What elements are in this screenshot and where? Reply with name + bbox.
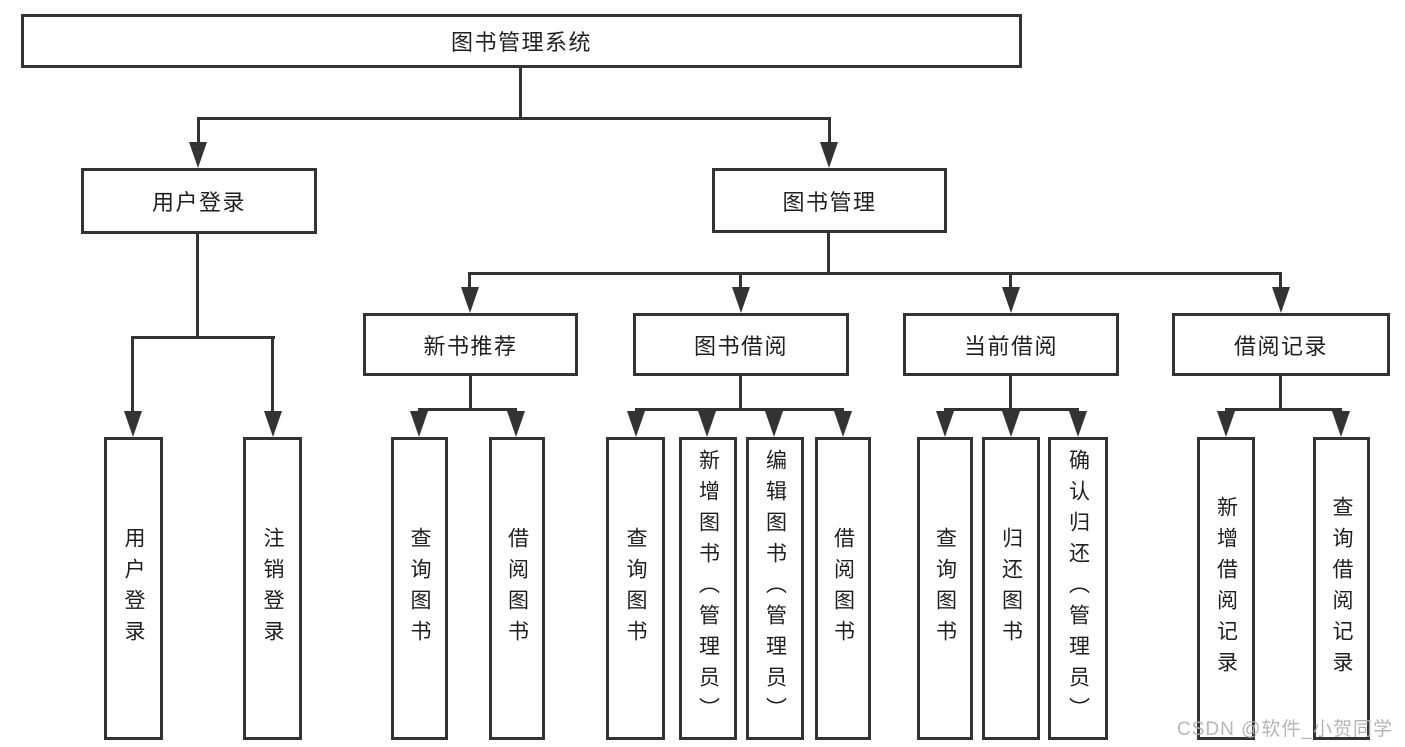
connector-line (469, 376, 472, 409)
leaf-records-query-record: 查询借阅记录 (1313, 437, 1370, 740)
arrow-down-icon (124, 411, 142, 437)
leaf-newbook-borrow-books: 借阅图书 (489, 437, 545, 740)
arrow-down-icon (1217, 411, 1235, 437)
arrow-down-icon (410, 411, 428, 437)
connector-line (418, 408, 517, 411)
arrow-down-icon (1002, 287, 1020, 313)
connector-line (1279, 272, 1282, 288)
leaf-user-login: 用户登录 (104, 437, 163, 740)
leaf-current-return-books: 归还图书 (982, 437, 1040, 740)
connector-line (1009, 272, 1012, 288)
connector-line (468, 272, 471, 288)
node-label: 图书管理 (782, 189, 877, 215)
node-label: 用户登录 (151, 190, 246, 215)
connector-line (197, 117, 831, 120)
connector-line (271, 336, 274, 413)
leaf-records-add-record: 新增借阅记录 (1197, 437, 1255, 740)
node-borrowing-records: 借阅记录 (1172, 313, 1390, 376)
leaf-label: 归还图书 (999, 526, 1023, 651)
connector-line (131, 336, 134, 413)
connector-line (519, 68, 522, 120)
connector-line (739, 272, 742, 288)
node-new-book-recommend: 新书推荐 (363, 313, 578, 376)
connector-line (828, 117, 831, 145)
arrow-down-icon (1002, 411, 1020, 437)
arrow-down-icon (627, 411, 645, 437)
node-book-borrowing: 图书借阅 (633, 313, 849, 376)
arrow-down-icon (936, 411, 954, 437)
connector-line (944, 408, 1079, 411)
connector-line (635, 408, 844, 411)
connector-line (1225, 408, 1342, 411)
leaf-borrow-edit-books-admin: 编辑图书（管理员） (746, 437, 804, 740)
node-label: 图书借阅 (693, 333, 788, 359)
node-label: 新书推荐 (423, 333, 518, 359)
connector-line (1009, 376, 1012, 409)
connector-line (196, 234, 199, 339)
leaf-label: 注销登录 (261, 526, 284, 651)
csdn-watermark: CSDN @软件_小贺同学 (1177, 719, 1393, 740)
arrow-down-icon (834, 411, 852, 437)
arrow-down-icon (1272, 287, 1290, 313)
arrow-down-icon (264, 411, 282, 437)
arrow-down-icon (461, 287, 479, 313)
connector-line (132, 336, 275, 339)
connector-line (827, 233, 830, 275)
leaf-logout: 注销登录 (243, 437, 302, 740)
leaf-current-query-books: 查询图书 (917, 437, 973, 740)
leaf-label: 查询借阅记录 (1330, 495, 1353, 682)
leaf-label: 查询图书 (933, 526, 957, 651)
arrow-down-icon (698, 411, 716, 437)
leaf-label: 借阅图书 (831, 526, 855, 651)
leaf-label: 编辑图书（管理员） (763, 449, 787, 728)
node-label: 图书管理系统 (450, 30, 592, 55)
leaf-newbook-query-books: 查询图书 (391, 437, 448, 740)
leaf-borrow-borrow-books: 借阅图书 (815, 437, 871, 740)
leaf-label: 查询图书 (624, 526, 647, 651)
arrow-down-icon (732, 287, 750, 313)
leaf-label: 确认归还（管理员） (1066, 449, 1090, 728)
leaf-label: 借阅图书 (505, 526, 529, 651)
leaf-label: 用户登录 (122, 526, 145, 651)
leaf-label: 新增借阅记录 (1214, 495, 1238, 682)
leaf-label: 查询图书 (408, 526, 431, 651)
node-user-login: 用户登录 (81, 168, 317, 234)
node-current-borrowing: 当前借阅 (903, 313, 1119, 376)
arrow-down-icon (507, 411, 525, 437)
arrow-down-icon (1069, 411, 1087, 437)
arrow-down-icon (765, 411, 783, 437)
connector-line (468, 272, 1282, 275)
arrow-down-icon (189, 142, 207, 168)
connector-line (197, 117, 200, 145)
node-book-management: 图书管理 (712, 168, 947, 233)
connector-line (739, 376, 742, 409)
arrow-down-icon (1332, 411, 1350, 437)
node-library-system: 图书管理系统 (21, 14, 1022, 68)
arrow-down-icon (820, 142, 838, 168)
node-label: 当前借阅 (963, 333, 1058, 359)
leaf-current-confirm-return-admin: 确认归还（管理员） (1048, 437, 1108, 740)
node-label: 借阅记录 (1233, 333, 1328, 359)
leaf-label: 新增图书（管理员） (696, 449, 720, 728)
connector-line (1279, 376, 1282, 409)
leaf-borrow-add-books-admin: 新增图书（管理员） (679, 437, 737, 740)
leaf-borrow-query-books: 查询图书 (606, 437, 665, 740)
